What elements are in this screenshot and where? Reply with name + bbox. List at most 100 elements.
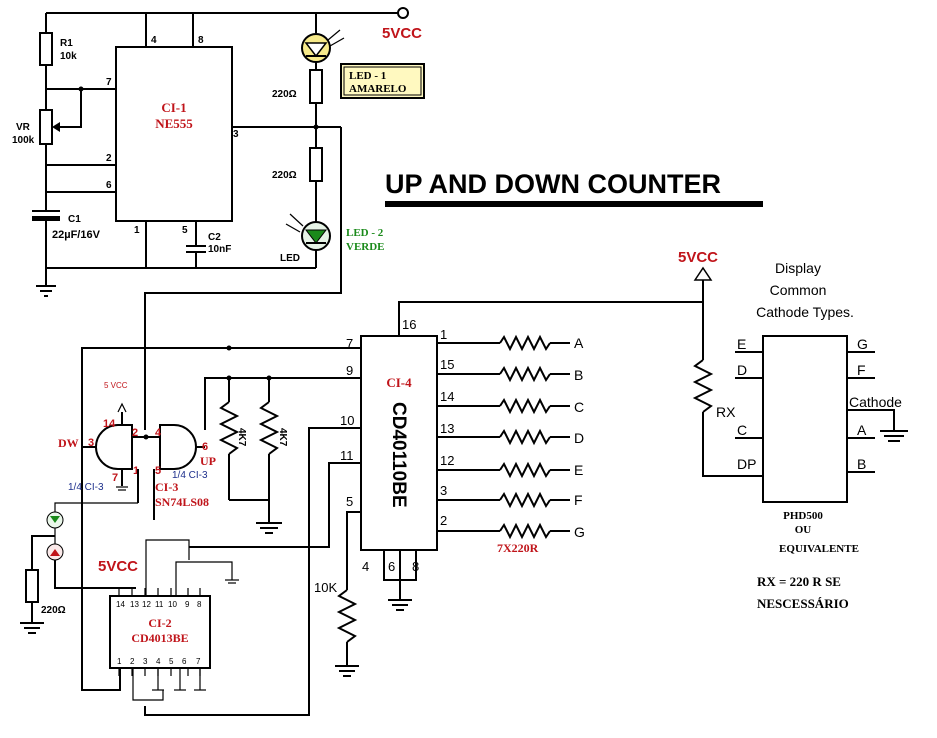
ic4-pin1: 1 [440, 327, 447, 342]
led-red-small-triangle [50, 549, 60, 556]
segment-resistor [499, 334, 551, 352]
ic1-pin8: 8 [198, 35, 204, 46]
led1-diode-triangle [304, 42, 328, 58]
ic2-ground-wire [175, 561, 233, 596]
vr-name: VR [16, 122, 31, 133]
led2-resistor [309, 147, 323, 182]
display-equiv: EQUIVALENTE [779, 543, 859, 555]
ic1-pin4: 4 [151, 35, 157, 46]
ic2-bottom-pin-2: 2 [130, 657, 135, 666]
display-pin-b: B [857, 456, 866, 472]
ic3-pin2: 2 [132, 427, 138, 439]
segment-b: B [574, 367, 583, 383]
ic3-pin4: 4 [155, 427, 162, 439]
ic4-cd40110be [360, 335, 438, 551]
ic1-name: CI-1 [161, 100, 186, 115]
junction-6 [226, 345, 232, 351]
ic4-pin15: 15 [440, 357, 454, 372]
led2-resistor-value: 220Ω [272, 170, 297, 181]
ic2-feedback-wire [145, 539, 190, 596]
ic4-pin3: 3 [440, 483, 447, 498]
display-pin-dp: DP [737, 456, 756, 472]
vr-potentiometer [39, 109, 53, 145]
pullup-resistor-1 [218, 401, 240, 455]
ic3-pin5: 5 [155, 465, 161, 477]
vr-wiper-wire [56, 89, 82, 128]
led1-ray-2 [329, 37, 345, 47]
segment-f: F [574, 492, 583, 508]
rx-label: RX [716, 404, 736, 420]
clock-wire [144, 127, 342, 430]
left-resistor-220 [25, 569, 39, 603]
segment-d: D [574, 430, 584, 446]
segment-resistor-network [437, 334, 570, 540]
ic4-pin7: 7 [346, 336, 353, 351]
ic4-pin10: 10 [340, 413, 354, 428]
ic1-pin1: 1 [134, 225, 140, 236]
display-pin-d: D [737, 362, 747, 378]
display-pin-g: G [857, 336, 868, 352]
c1-value: 22µF/16V [52, 229, 101, 241]
ic4-pin2: 2 [440, 513, 447, 528]
ic4-pin14: 14 [440, 389, 454, 404]
pin10-wire [144, 427, 361, 716]
vcc-top-label: 5VCC [382, 25, 422, 42]
ic4-name: CI-4 [386, 375, 412, 390]
ic3-part: SN74LS08 [155, 495, 209, 509]
display-note-1: RX = 220 R SE [757, 574, 841, 589]
ic2-bottom-pin-7: 7 [196, 657, 201, 666]
ic2-cd4013be [109, 595, 211, 669]
ic2-top-pin-9: 9 [185, 600, 190, 609]
ic1-part: NE555 [155, 116, 193, 131]
display-heading-3: Cathode Types. [756, 304, 854, 320]
display-heading-1: Display [775, 260, 821, 276]
ic3-pin6: 6 [202, 441, 208, 453]
title-underline [385, 201, 763, 207]
ic3-pin3: 3 [88, 437, 94, 449]
junction-4 [226, 375, 232, 381]
ic1-pin7: 7 [106, 77, 112, 88]
segment-resistor [499, 461, 551, 479]
gate-up-and [159, 424, 197, 470]
vcc-terminal [397, 7, 409, 19]
ic2-top-pin-8: 8 [197, 600, 202, 609]
junction-2 [313, 124, 319, 130]
r1-resistor [39, 32, 53, 66]
left-led-wire-bottom [54, 560, 136, 589]
led2-ray-2 [285, 223, 301, 233]
display-part: PHD500 [783, 510, 823, 522]
ic2-top-pin-12: 12 [142, 600, 151, 609]
ic2-top-pin-10: 10 [168, 600, 177, 609]
junction-5 [266, 375, 272, 381]
pullup-label-1: 4K7 [236, 428, 247, 447]
vcc-small-label: 5 VCC [104, 381, 128, 390]
display-pin-e: E [737, 336, 746, 352]
led2-label-line2: VERDE [346, 241, 385, 253]
segment-resistor [499, 491, 551, 509]
led-green-small-triangle [50, 516, 60, 523]
display-or: OU [795, 524, 812, 536]
ic3-quarter-right: 1/4 CI-3 [172, 470, 208, 481]
vcc-small-arrow [117, 402, 127, 413]
c2-value: 10nF [208, 244, 231, 255]
display-note-2: NESCESSÁRIO [757, 596, 849, 611]
left-led-wire [54, 502, 138, 513]
led2-diode-triangle [304, 229, 328, 244]
c1-name: C1 [68, 214, 81, 225]
segment-g: G [574, 524, 585, 540]
pin5-wire-ic4 [346, 511, 361, 590]
vr-value: 100k [12, 135, 35, 146]
vr-wiper-arrow [52, 122, 60, 132]
led1-label-inner-box [343, 66, 422, 96]
left-resistor-wire [31, 535, 55, 570]
ic3-pin7: 7 [112, 472, 118, 484]
segment-resistor [499, 522, 551, 540]
vcc-arrow-display [693, 266, 713, 281]
display-pin-cathode: Cathode [849, 394, 902, 410]
c1-plate-bottom [32, 216, 60, 221]
ic3-pin14: 14 [103, 418, 116, 430]
ic2-bottom-wire [132, 668, 164, 701]
ic3-quarter-left: 1/4 CI-3 [68, 482, 104, 493]
